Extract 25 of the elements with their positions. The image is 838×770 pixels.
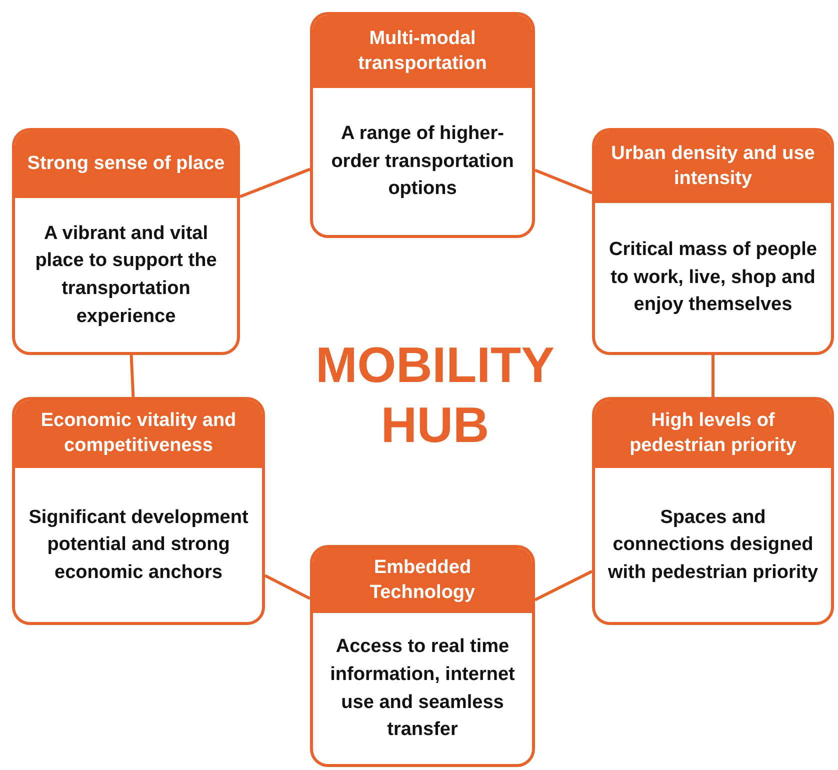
card-description: A range of higher-order transportation options [330,122,515,202]
info-card [310,12,535,238]
card-header: Embedded Technology [313,548,532,613]
card-description: Critical mass of people to work, live, shop and enjoy themselves [608,238,818,318]
info-card [12,128,240,355]
info-card [592,397,834,625]
connector-line [130,354,135,398]
card-description: A vibrant and vital place to support the transportation experience [34,222,218,329]
connector-line [534,570,593,602]
card-header: Economic vitality and competitiveness [15,400,262,468]
card-description: Spaces and connections designed with pedestrian priority [606,506,820,585]
connector-line [712,355,714,397]
card-header: Multi-modal transportation [313,15,532,88]
connector-line [534,168,593,194]
card-header: High levels of pedestrian priority [595,400,831,468]
center-title: MOBILITY HUB [314,336,556,455]
card-header: Strong sense of place [15,131,237,198]
connector-line [264,574,311,600]
card-header: Urban density and use intensity [595,131,831,203]
card-description: Significant development potential and strong economic anchors [28,506,250,585]
card-description: Access to real time information, internet use and seamless transfer [329,635,516,742]
connector-line [239,168,311,198]
info-card [310,545,535,767]
info-card [592,128,834,355]
info-card [12,397,265,625]
